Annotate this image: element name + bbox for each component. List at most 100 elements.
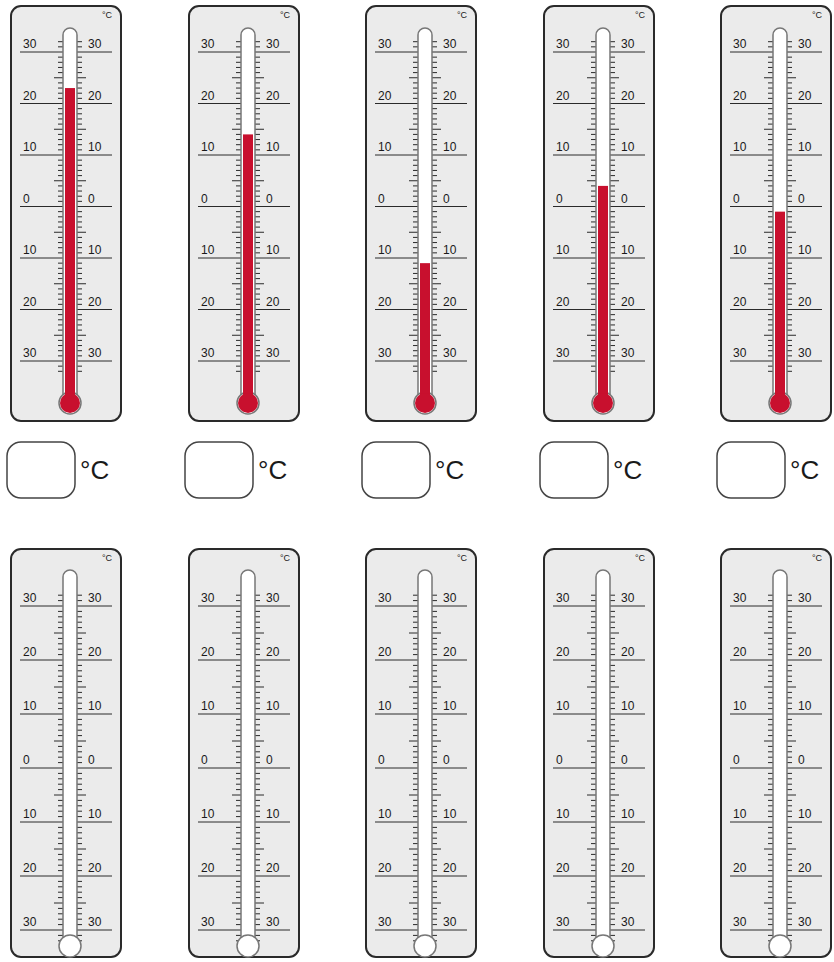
scale-tick <box>375 822 418 823</box>
scale-tick <box>432 876 467 877</box>
scale-tick <box>787 822 822 823</box>
scale-tick <box>730 52 773 53</box>
thermometer <box>721 549 831 957</box>
scale-number: 10 <box>443 141 456 153</box>
scale-tick <box>20 930 63 931</box>
scale-tick <box>409 849 418 850</box>
scale-tick <box>255 180 264 181</box>
unit-label: °C <box>613 457 642 483</box>
bulb <box>59 392 81 414</box>
scale-tick <box>255 768 290 769</box>
scale-tick <box>432 903 441 904</box>
scale-tick <box>255 714 290 715</box>
scale-tick <box>730 258 773 259</box>
scale-number: 20 <box>798 862 811 874</box>
scale-number: 30 <box>621 38 634 50</box>
scale-tick <box>232 77 241 78</box>
scale-tick <box>255 903 264 904</box>
scale-tick <box>255 309 290 310</box>
bulb <box>59 935 81 957</box>
scale-tick <box>610 849 619 850</box>
scale-number: 30 <box>266 38 279 50</box>
scale-tick <box>764 180 773 181</box>
scale-tick <box>432 232 441 233</box>
scale-number: 30 <box>556 38 569 50</box>
scale-tick <box>587 795 596 796</box>
mercury-bulb <box>593 393 613 413</box>
scale-number: 30 <box>443 347 456 359</box>
scale-tick <box>375 714 418 715</box>
scale-tick <box>787 232 796 233</box>
scale-number: 10 <box>23 700 36 712</box>
scale-tick <box>232 232 241 233</box>
unit-label: °C <box>258 457 287 483</box>
scale-tick <box>610 232 619 233</box>
scale-tick <box>255 876 290 877</box>
scale-number: 20 <box>378 862 391 874</box>
scale-tick <box>375 258 418 259</box>
scale-tick <box>610 795 619 796</box>
scale-tick <box>432 849 441 850</box>
scale-tick <box>553 155 596 156</box>
scale-number: 30 <box>798 347 811 359</box>
scale-tick <box>77 633 86 634</box>
scale-tick <box>587 283 596 284</box>
scale-number: 30 <box>88 916 101 928</box>
scale-tick <box>787 258 822 259</box>
scale-tick <box>787 849 796 850</box>
scale-tick <box>198 309 241 310</box>
bulb <box>414 392 436 414</box>
scale-tick <box>20 155 63 156</box>
scale-number: 0 <box>798 193 805 205</box>
scale-number: 20 <box>733 90 746 102</box>
mercury-bulb <box>238 393 258 413</box>
scale-number: 10 <box>201 700 214 712</box>
thermometer <box>366 549 476 957</box>
glass-tube <box>773 28 787 403</box>
scale-number: 30 <box>201 592 214 604</box>
scale-tick <box>232 687 241 688</box>
scale-number: 10 <box>443 808 456 820</box>
unit-label: °C <box>812 554 822 563</box>
scale-tick <box>787 876 822 877</box>
scale-tick <box>77 795 86 796</box>
thermometer-panel <box>544 6 654 421</box>
answer-box <box>717 442 785 498</box>
scale-tick <box>764 633 773 634</box>
scale-tick <box>77 822 112 823</box>
glass-tube <box>418 28 432 403</box>
scale-number: 20 <box>266 646 279 658</box>
scale-number: 30 <box>798 38 811 50</box>
thermometer <box>544 549 654 957</box>
scale-tick <box>255 822 290 823</box>
scale-tick <box>764 129 773 130</box>
scale-tick <box>77 660 112 661</box>
unit-label: °C <box>280 554 290 563</box>
scale-tick <box>787 930 822 931</box>
glass-tube <box>418 570 432 946</box>
scale-tick <box>610 768 645 769</box>
scale-number: 30 <box>23 916 36 928</box>
scale-number: 20 <box>733 862 746 874</box>
scale-tick <box>730 822 773 823</box>
scale-number: 30 <box>733 38 746 50</box>
scale-number: 20 <box>201 646 214 658</box>
scale-number: 20 <box>23 296 36 308</box>
scale-number: 10 <box>23 808 36 820</box>
scale-number: 0 <box>443 754 450 766</box>
scale-tick <box>255 77 264 78</box>
scale-tick <box>409 180 418 181</box>
scale-number: 20 <box>556 296 569 308</box>
scale-tick <box>610 103 645 104</box>
scale-number: 30 <box>201 916 214 928</box>
scale-number: 20 <box>378 296 391 308</box>
scale-tick <box>255 129 264 130</box>
scale-number: 20 <box>556 90 569 102</box>
scale-number: 20 <box>621 90 634 102</box>
scale-tick <box>375 103 418 104</box>
scale-number: 20 <box>798 296 811 308</box>
scale-tick <box>77 309 112 310</box>
scale-tick <box>20 822 63 823</box>
scale-tick <box>610 687 619 688</box>
scale-number: 10 <box>798 700 811 712</box>
